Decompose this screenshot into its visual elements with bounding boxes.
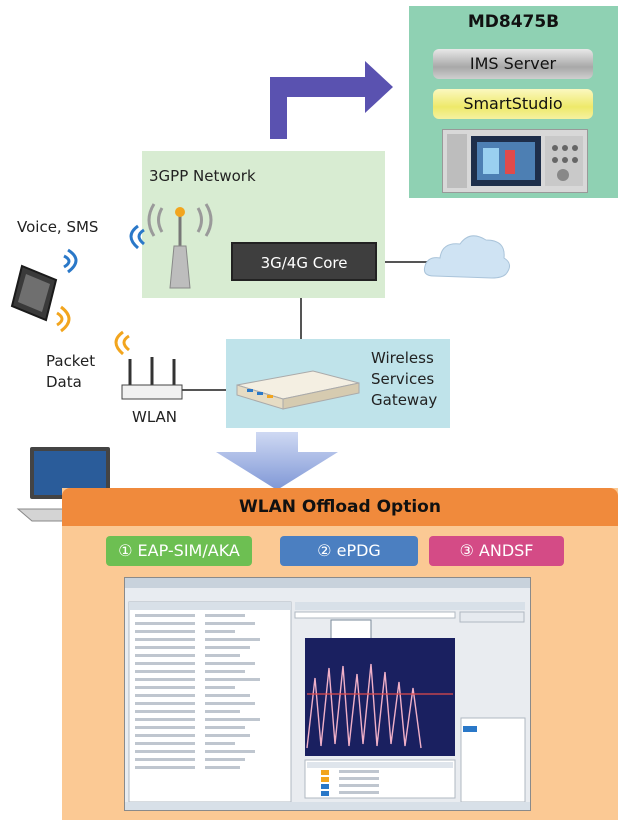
wlan-router-icon [121,357,183,400]
gateway-label-line3: Gateway [371,391,438,409]
data-label: Data [46,373,82,391]
andsf-option: ③ ANDSF [429,536,564,566]
md8475b-title: MD8475B [467,12,560,32]
cloud-icon [423,235,510,279]
wifi-blue-right-icon [129,224,145,250]
smartstudio-label: SmartStudio [433,89,593,119]
gateway-label-line1: Wireless [371,349,434,367]
gateway-label-line2: Services [371,370,435,388]
wlan-offload-software-screenshot [124,577,531,811]
wlan-offload-option-title: WLAN Offload Option [62,488,618,526]
down-arrow [216,432,338,490]
wifi-orange-phone-icon [56,305,71,333]
ims-server-label: IMS Server [433,49,593,79]
packet-label: Packet [46,352,96,370]
wifi-blue-phone-icon [63,248,78,274]
md8475b-device-image [442,129,588,193]
software-screenshot-image [125,578,530,810]
voice-sms-label: Voice, SMS [17,218,99,236]
wifi-orange-router-icon [114,330,130,356]
wlan-label: WLAN [132,408,178,426]
md8475b-panel: MD8475B IMS Server SmartStudio [409,6,618,198]
gateway-device-icon [236,370,360,410]
epdg-option: ② ePDG [280,536,418,566]
smartphone-icon [10,264,58,322]
instrument-icon [447,134,583,188]
core-network-box: 3G/4G Core [231,242,377,281]
purple-up-arrow [270,61,393,139]
3gpp-network-label: 3GPP Network [149,167,256,185]
antenna-tower-icon [147,203,213,289]
eap-sim-aka-option: ① EAP-SIM/AKA [106,536,252,566]
